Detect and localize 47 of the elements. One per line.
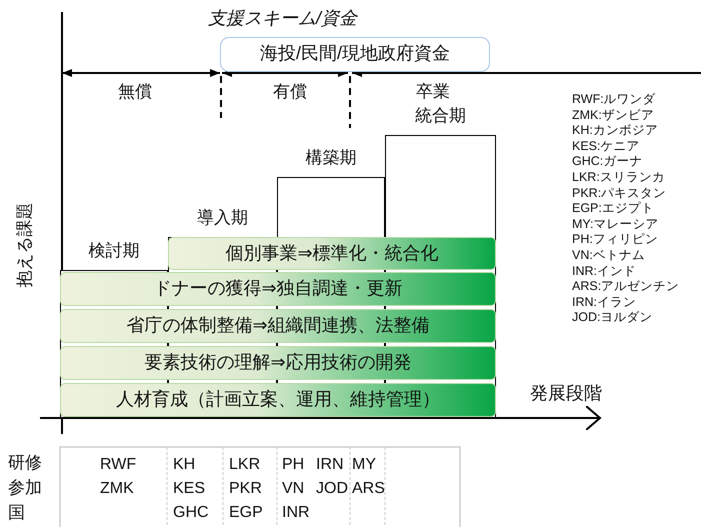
stage-label: 構築期 — [304, 148, 358, 168]
country-code: PH — [282, 456, 304, 474]
row-header: 研修参加国 — [8, 452, 43, 524]
funding-text: 海投/民間/現地政府資金 — [258, 43, 451, 64]
funding-type-label: 無償 — [117, 82, 153, 102]
code-legend-text: ZMK:ザンビア — [572, 108, 654, 122]
country-code: KES — [173, 480, 206, 498]
country-code: RWF — [100, 456, 136, 474]
issue-text: ドナーの獲得⇒独自調達・更新 — [152, 278, 404, 299]
code-legend-text: PH:フィリピン — [572, 232, 658, 247]
code-legend-text: VN:ベトナム — [572, 248, 645, 262]
country-code: VN — [282, 480, 304, 498]
stage-label: 導入期 — [196, 208, 249, 228]
code-legend-text: EGP:エジプト — [572, 201, 654, 216]
axis-title: 発展段階 — [530, 383, 602, 404]
heading: 支援スキーム/資金 — [208, 8, 358, 29]
issue-text: 個別事業⇒標準化・統合化 — [224, 243, 440, 264]
code-legend-text: KH:カンボジア — [572, 123, 658, 138]
country-code: LKR — [229, 456, 260, 474]
funding-type-label: 有償 — [272, 82, 308, 102]
funding-type-label: 卒業 — [415, 82, 451, 102]
code-legend-text: MY:マレーシア — [572, 216, 659, 232]
code-legend-text: JOD:ヨルダン — [572, 310, 652, 325]
country-code: PKR — [229, 480, 262, 498]
country-code: KH — [173, 456, 196, 474]
issue-text: 人材育成（計画立案、運用、維持管理） — [115, 389, 441, 410]
code-legend-text: IRN:イラン — [572, 294, 636, 310]
stage-label: 統合期 — [414, 106, 467, 126]
issue-text: 要素技術の理解⇒応用技術の開発 — [143, 352, 413, 373]
country-code: ARS — [352, 480, 385, 498]
code-legend-text: ARS:アルゼンチン — [572, 279, 680, 294]
country-code: IRN — [316, 456, 344, 474]
code-legend-text: KES:ケニア — [572, 138, 640, 154]
code-legend-text: PKR:パキスタン — [572, 186, 666, 200]
country-code: ZMK — [100, 480, 134, 498]
code-legend-text: RWF:ルワンダ — [572, 92, 656, 106]
axis-title: 抱える課題 — [15, 201, 35, 290]
country-code: GHC — [173, 504, 209, 522]
country-code: MY — [352, 456, 376, 474]
stage-label: 検討期 — [88, 241, 140, 261]
issue-text: 省庁の体制整備⇒組織間連携、法整備 — [125, 315, 431, 336]
country-code: EGP — [229, 504, 263, 522]
code-legend-text: LKR:スリランカ — [572, 170, 665, 184]
code-legend-text: GHC:ガーナ — [572, 154, 642, 169]
country-code: INR — [282, 504, 310, 522]
code-legend-text: INR:インド — [572, 264, 636, 278]
country-code: JOD — [316, 480, 348, 498]
